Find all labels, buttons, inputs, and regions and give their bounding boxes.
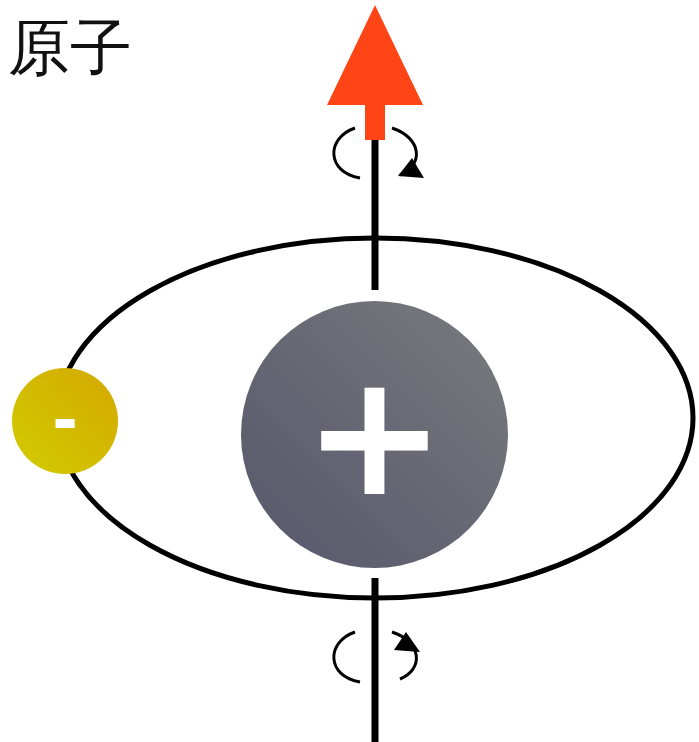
charge-sign: - bbox=[52, 390, 78, 452]
spin-axis bbox=[372, 578, 379, 742]
nucleus-circle: + bbox=[241, 301, 508, 568]
electron-circle: - bbox=[12, 368, 118, 474]
rotation-arrowhead bbox=[394, 632, 420, 652]
rotation-arrowhead bbox=[398, 158, 424, 178]
orbit-ellipse bbox=[57, 238, 693, 598]
rotation-arc bbox=[334, 128, 360, 178]
charge-sign: + bbox=[303, 350, 445, 520]
spin-arrow bbox=[327, 5, 423, 140]
title-label: 原子 bbox=[8, 14, 132, 82]
rotation-arc bbox=[334, 632, 360, 682]
